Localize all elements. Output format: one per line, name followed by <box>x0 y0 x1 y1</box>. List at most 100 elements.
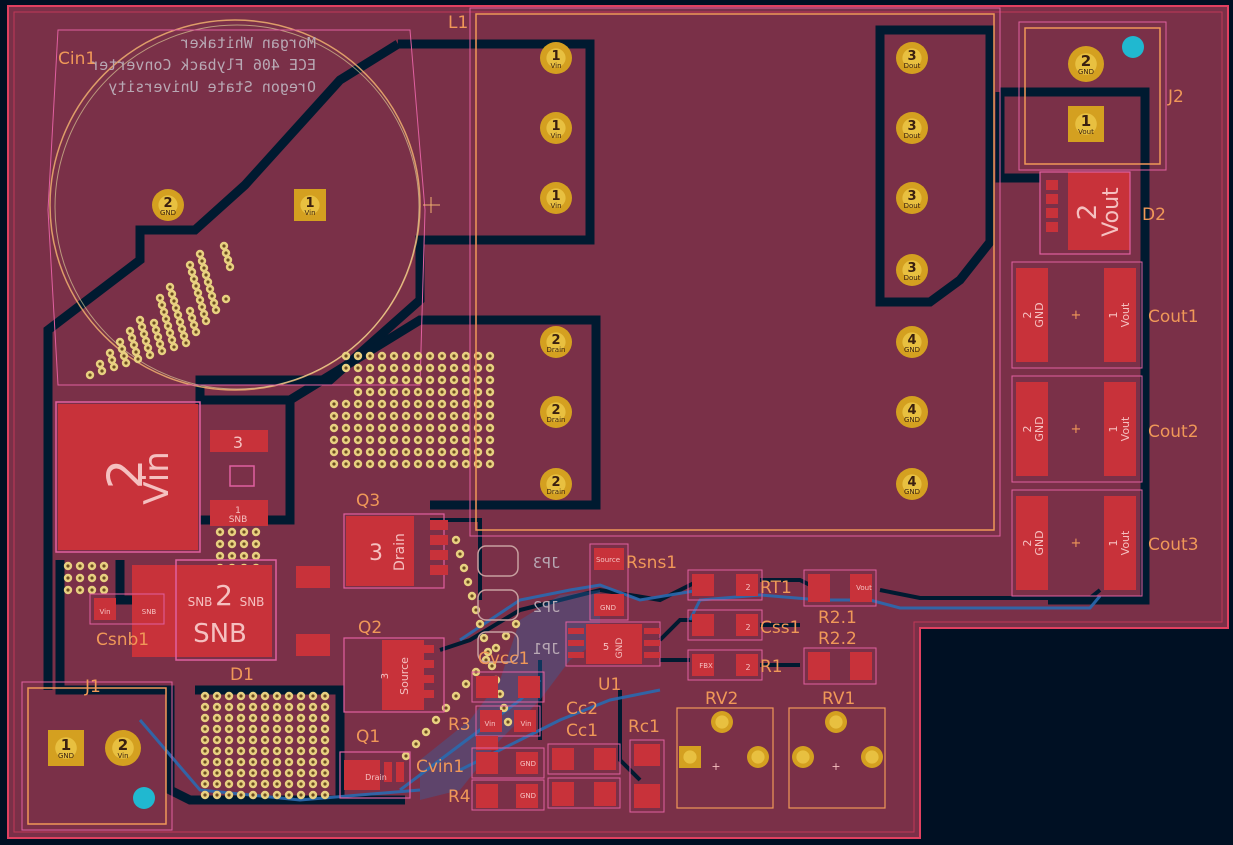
via-hole <box>251 727 255 731</box>
csnb1-pad-snb: SNB <box>142 608 157 616</box>
via-hole <box>464 682 468 686</box>
via-hole <box>239 694 243 698</box>
author-block: Morgan Whitaker ECE 406 Flyback Converte… <box>90 34 316 96</box>
via-hole <box>102 588 106 592</box>
via-hole <box>90 564 94 568</box>
via-hole <box>416 378 420 382</box>
refdes-rsns1: Rsns1 <box>626 553 677 573</box>
via-hole <box>428 426 432 430</box>
via-hole <box>251 771 255 775</box>
via-hole <box>228 265 232 269</box>
via-hole <box>440 414 444 418</box>
pad-net-label: GND <box>904 346 920 354</box>
via-hole <box>380 402 384 406</box>
via-hole <box>275 771 279 775</box>
via-hole <box>368 390 372 394</box>
via-hole <box>100 369 104 373</box>
via-hole <box>311 760 315 764</box>
via-hole <box>194 284 198 288</box>
via-hole <box>275 694 279 698</box>
via-hole <box>368 378 372 382</box>
pad-number: 1 <box>61 736 71 754</box>
via-hole <box>404 438 408 442</box>
via-hole <box>203 716 207 720</box>
q3-pad-num: 3 <box>369 541 383 566</box>
via-hole <box>464 462 468 466</box>
via-hole <box>275 793 279 797</box>
pad-number: 2 <box>1081 52 1091 70</box>
via-hole <box>452 462 456 466</box>
via-hole <box>222 244 226 248</box>
r3-pad-vin-b: Vin <box>520 720 531 728</box>
via-hole <box>218 554 222 558</box>
d1-pad1-name: SNB <box>229 515 248 525</box>
via-hole <box>263 694 267 698</box>
via-hole <box>404 426 408 430</box>
via-hole <box>215 782 219 786</box>
via-hole <box>323 749 327 753</box>
via-hole <box>356 438 360 442</box>
rv2-pad-2 <box>747 746 769 768</box>
via-hole <box>332 402 336 406</box>
via-hole <box>170 338 174 342</box>
tht-pads: 2GND1Vin1Vin1Vin1Vin2Drain2Drain2Drain3D… <box>48 42 1104 768</box>
via-hole <box>416 366 420 370</box>
mosfet-footprints <box>339 513 448 799</box>
via-hole <box>464 390 468 394</box>
via-hole <box>287 793 291 797</box>
via-hole <box>299 749 303 753</box>
via-hole <box>344 450 348 454</box>
via-hole <box>192 323 196 327</box>
pad-net-label: Vout <box>1078 128 1094 136</box>
via-hole <box>287 760 291 764</box>
via-hole <box>440 354 444 358</box>
via-hole <box>160 303 164 307</box>
via-hole <box>323 716 327 720</box>
refdes-u1: U1 <box>598 675 621 695</box>
via-hole <box>323 694 327 698</box>
cout1-pad2-num: 2 <box>1021 312 1034 319</box>
refdes-cin1: Cin1 <box>58 49 96 69</box>
via-hole <box>428 462 432 466</box>
via-hole <box>464 426 468 430</box>
pad-net-label: Drain <box>547 488 566 496</box>
via-hole <box>476 354 480 358</box>
via-hole <box>263 727 267 731</box>
via-hole <box>380 354 384 358</box>
via-hole <box>178 320 182 324</box>
pad-hole <box>683 750 697 764</box>
via-hole <box>476 462 480 466</box>
pad-net-label: Vin <box>550 132 561 140</box>
pad-number: 2 <box>118 736 128 754</box>
via-hole <box>440 390 444 394</box>
pad-net-label: GND <box>904 416 920 424</box>
via-hole <box>462 566 466 570</box>
via-hole <box>215 694 219 698</box>
via-hole <box>170 292 174 296</box>
via-hole <box>466 580 470 584</box>
via-hole <box>148 353 152 357</box>
via-hole <box>380 390 384 394</box>
via-hole <box>215 705 219 709</box>
via-hole <box>368 426 372 430</box>
via-hole <box>311 771 315 775</box>
pad-hole <box>902 474 922 494</box>
via-hole <box>476 366 480 370</box>
via-hole <box>287 749 291 753</box>
via-hole <box>392 450 396 454</box>
via-hole <box>242 554 246 558</box>
via-hole <box>208 287 212 291</box>
pad-number: 1 <box>305 196 314 211</box>
refdes-rv1: RV1 <box>822 689 855 709</box>
via-hole <box>428 366 432 370</box>
via-hole <box>215 738 219 742</box>
d1-footprint <box>55 401 330 661</box>
via-hole <box>504 634 508 638</box>
via-hole <box>299 771 303 775</box>
via-hole <box>323 771 327 775</box>
